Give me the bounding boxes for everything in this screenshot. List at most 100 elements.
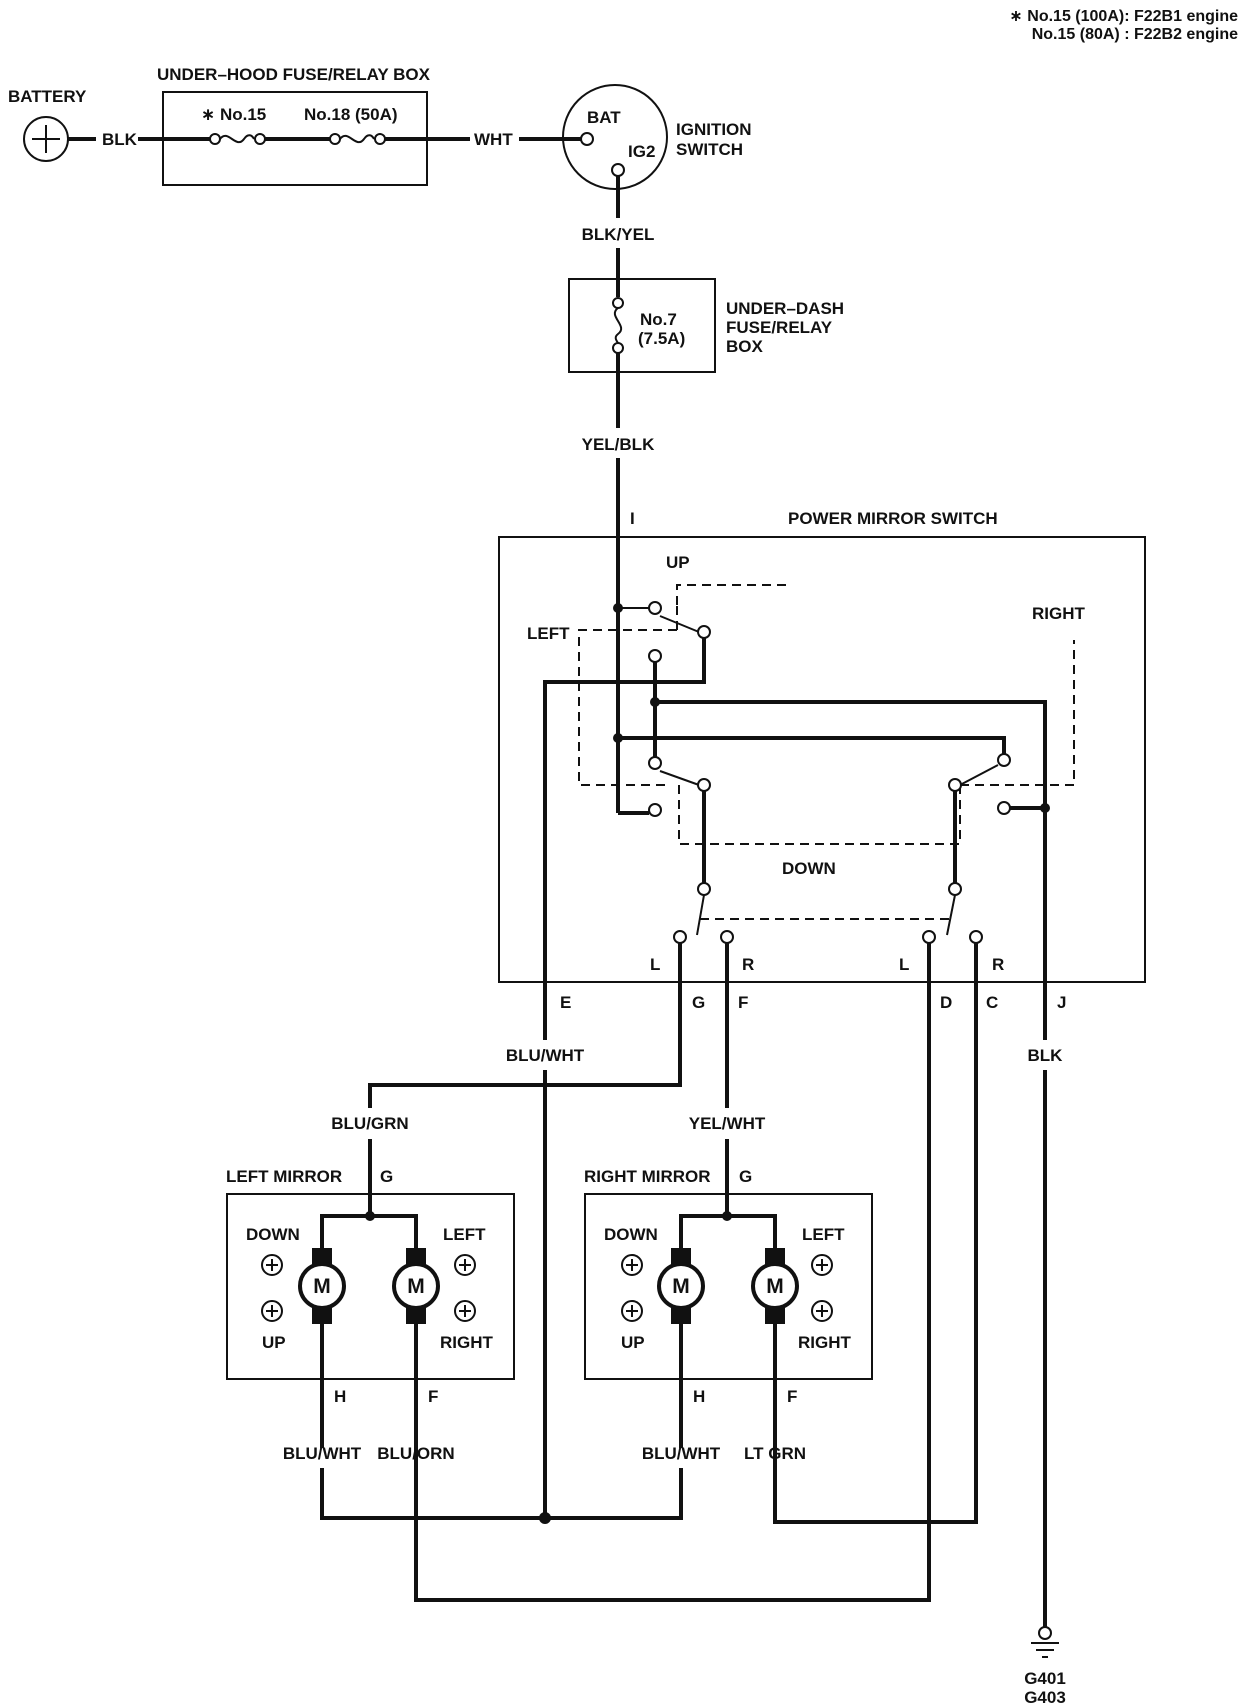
switch-right-contacts (948, 753, 1050, 815)
ground-label-2: G403 (1024, 1688, 1066, 1707)
left-mirror-down-label: DOWN (246, 1225, 300, 1244)
left-mirror-pin-f: F (428, 1387, 438, 1406)
left-mirror-up-label: UP (262, 1333, 286, 1352)
pin-e-label: E (560, 993, 571, 1012)
wire-switch-bus-c (618, 736, 1006, 755)
wire-label-blu-grn: BLU/GRN (331, 1114, 408, 1133)
right-mirror-motor-b-label: M (766, 1275, 784, 1298)
engine-note-1: ∗ No.15 (100A): F22B1 engine (1009, 8, 1238, 25)
right-mirror-left-label: LEFT (802, 1225, 845, 1244)
underdash-label-3: BOX (726, 337, 764, 356)
mirror-selector-left (673, 882, 734, 944)
pin-g-label: G (692, 993, 705, 1012)
right-mirror-pin-f: F (787, 1387, 797, 1406)
wire-label-blk-battery: BLK (102, 130, 138, 149)
pin-j-label: J (1057, 993, 1066, 1012)
ground-label-1: G401 (1024, 1669, 1066, 1688)
left-mirror-right-label: RIGHT (440, 1333, 494, 1352)
selector-l2-label: L (899, 955, 909, 974)
fuse-18-label: No.18 (50A) (304, 105, 398, 124)
wire-c (773, 943, 978, 1524)
right-mirror-leftright-motor: M (751, 1248, 799, 1324)
right-mirror-label: RIGHT MIRROR (584, 1167, 711, 1186)
wire-right-h-return (545, 1468, 683, 1520)
wire-switch-e (543, 638, 706, 990)
selector-l1-label: L (650, 955, 660, 974)
left-mirror-motor-a-label: M (313, 1275, 331, 1298)
wire-label-blk-ground: BLK (1028, 1046, 1064, 1065)
wire-switch-bus-b (655, 700, 1047, 810)
ground-symbol (1031, 1626, 1059, 1658)
right-mirror-plus-icons (621, 1254, 833, 1322)
right-mirror (584, 1193, 873, 1380)
right-mirror-down-label: DOWN (604, 1225, 658, 1244)
wire-label-blu-orn: BLU/ORN (377, 1444, 454, 1463)
right-mirror-right-label: RIGHT (798, 1333, 852, 1352)
fuse-7-symbol (612, 297, 624, 354)
ignition-title-2: SWITCH (676, 140, 743, 159)
right-mirror-updown-motor: M (657, 1248, 705, 1324)
selector-r1-label: R (742, 955, 754, 974)
engine-note-2: No.15 (80A) : F22B2 engine (1032, 26, 1238, 43)
ignition-ig2-terminal (611, 163, 625, 177)
wire-left-h-return (320, 1468, 545, 1520)
left-mirror-common (320, 1214, 418, 1250)
underdash-label-1: UNDER–DASH (726, 299, 844, 318)
switch-right-label: RIGHT (1032, 604, 1086, 623)
right-mirror-pin-g: G (739, 1167, 752, 1186)
power-mirror-switch (498, 536, 1146, 983)
pin-c-label: C (986, 993, 998, 1012)
switch-left-contacts (618, 756, 711, 817)
battery-symbol (23, 116, 69, 162)
left-mirror-leftright-motor: M (392, 1248, 440, 1324)
wire-label-yel-blk: YEL/BLK (582, 435, 655, 454)
left-mirror-pin-g: G (380, 1167, 393, 1186)
wire-label-yel-wht: YEL/WHT (689, 1114, 766, 1133)
underdash-fuse-box (568, 278, 716, 373)
switch-linkage-dashed (578, 584, 1075, 920)
pin-d-label: D (940, 993, 952, 1012)
wire-label-blk-yel: BLK/YEL (582, 225, 655, 244)
left-mirror-updown-motor: M (298, 1248, 346, 1324)
splice-e (539, 1512, 551, 1524)
switch-up-down-contacts (613, 601, 711, 663)
underdash-label-2: FUSE/RELAY (726, 318, 833, 337)
right-mirror-motor-a-label: M (672, 1275, 690, 1298)
wire-label-blu-wht-e: BLU/WHT (506, 1046, 585, 1065)
selector-r2-label: R (992, 955, 1004, 974)
ignition-switch (562, 84, 668, 190)
switch-left-label: LEFT (527, 624, 570, 643)
left-mirror-motor-b-label: M (407, 1275, 425, 1298)
left-mirror-left-label: LEFT (443, 1225, 486, 1244)
fuse-7-label-b: (7.5A) (638, 329, 685, 348)
power-mirror-switch-label: POWER MIRROR SWITCH (788, 509, 998, 528)
right-mirror-common (679, 1214, 777, 1250)
ignition-ig2-label: IG2 (628, 142, 655, 161)
switch-up-label: UP (666, 553, 690, 572)
left-mirror-label: LEFT MIRROR (226, 1167, 342, 1186)
wire-label-blu-wht-lh: BLU/WHT (283, 1444, 362, 1463)
wire-label-wht: WHT (474, 130, 513, 149)
ignition-title-1: IGNITION (676, 120, 752, 139)
switch-down-label: DOWN (782, 859, 836, 878)
left-mirror (226, 1193, 515, 1380)
wire-label-blu-wht-rh: BLU/WHT (642, 1444, 721, 1463)
left-mirror-pin-h: H (334, 1387, 346, 1406)
pin-f-label: F (738, 993, 748, 1012)
wire-label-lt-grn: LT GRN (744, 1444, 806, 1463)
underhood-box-label: UNDER–HOOD FUSE/RELAY BOX (157, 65, 431, 84)
wire-g-blu-grn (368, 943, 682, 1108)
battery-label: BATTERY (8, 87, 87, 106)
left-mirror-plus-icons (261, 1254, 476, 1322)
fuse-18-symbol (329, 133, 386, 145)
pin-i-label: I (630, 509, 635, 528)
right-mirror-pin-h: H (693, 1387, 705, 1406)
right-mirror-up-label: UP (621, 1333, 645, 1352)
fuse-7-label-a: No.7 (640, 310, 677, 329)
mirror-selector-right (922, 882, 983, 944)
fuse-15-label: ∗ No.15 (201, 105, 266, 124)
ignition-bat-terminal (580, 132, 594, 146)
fuse-15-symbol (209, 133, 266, 145)
ignition-bat-label: BAT (587, 108, 621, 127)
